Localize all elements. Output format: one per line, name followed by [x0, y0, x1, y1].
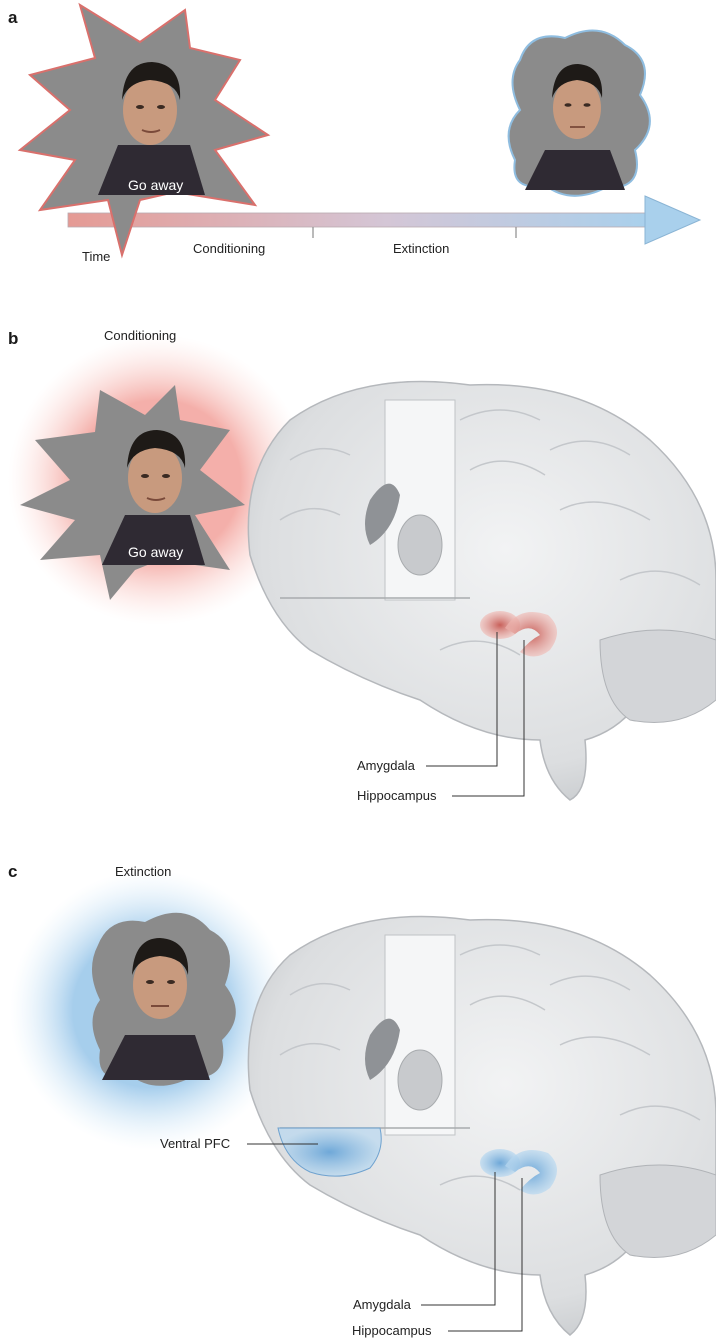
cerebellum — [600, 1165, 716, 1258]
panel-b-title: Conditioning — [104, 328, 176, 343]
ventral-pfc-label: Ventral PFC — [160, 1136, 230, 1151]
brain-illustration — [248, 917, 716, 1335]
brain-illustration — [248, 382, 716, 800]
time-label: Time — [82, 249, 110, 264]
timeline-arrow — [68, 196, 700, 244]
panel-letter-b: b — [8, 329, 18, 349]
calm-face-blob — [92, 913, 236, 1086]
panel-b — [8, 335, 716, 800]
amygdala-label: Amygdala — [353, 1297, 411, 1312]
panel-a — [20, 5, 700, 255]
speech-caption: Go away — [128, 544, 183, 560]
panel-letter-a: a — [8, 8, 17, 28]
conditioning-phase-label: Conditioning — [193, 241, 265, 256]
hippocampus-label: Hippocampus — [352, 1323, 432, 1338]
panel-c — [10, 870, 716, 1335]
cerebellum — [600, 630, 716, 723]
speech-caption: Go away — [128, 177, 183, 193]
amygdala-label: Amygdala — [357, 758, 415, 773]
panel-letter-c: c — [8, 862, 17, 882]
panel-c-title: Extinction — [115, 864, 171, 879]
hippocampus-label: Hippocampus — [357, 788, 437, 803]
timeline-ticks — [127, 227, 516, 238]
calm-face-blob — [509, 30, 650, 195]
extinction-phase-label: Extinction — [393, 241, 449, 256]
